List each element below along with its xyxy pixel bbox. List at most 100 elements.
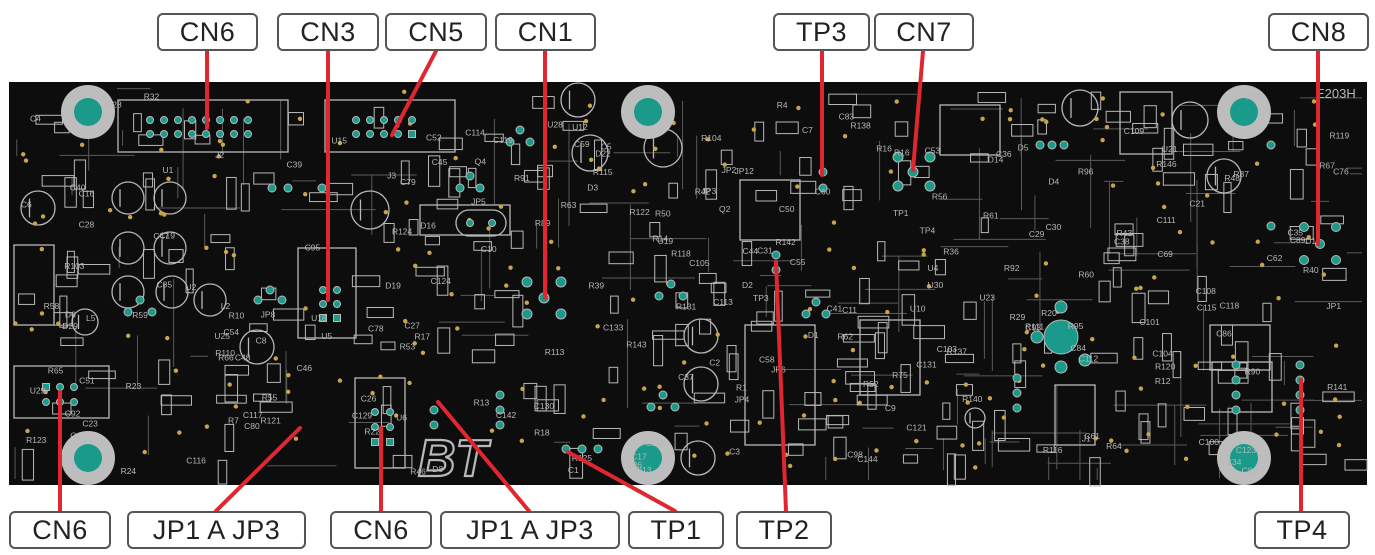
- capacitor-outline: [680, 440, 716, 476]
- round-pad: [821, 309, 831, 319]
- refdes-text: C47: [153, 231, 169, 241]
- component-outline: [942, 402, 951, 420]
- component-outline: [750, 320, 773, 332]
- round-pad: [593, 444, 603, 454]
- via: [293, 436, 299, 441]
- board-id-text: E203H: [1316, 86, 1356, 101]
- refdes-text: R18: [534, 428, 550, 438]
- refdes-text: R22: [364, 426, 380, 436]
- refdes-text: R62: [837, 331, 853, 341]
- via: [857, 400, 862, 406]
- refdes-text: R29: [1010, 312, 1026, 322]
- component-outline: [495, 333, 515, 346]
- round-pad: [924, 151, 936, 163]
- refdes-text: JP1: [1326, 301, 1341, 311]
- round-pad: [1266, 140, 1276, 150]
- refdes-text: C17: [631, 451, 647, 461]
- via: [29, 327, 34, 332]
- via: [25, 428, 30, 434]
- via: [1100, 137, 1105, 143]
- via: [383, 210, 389, 215]
- component-outline: [1172, 351, 1182, 379]
- via: [1138, 386, 1144, 391]
- via: [704, 421, 709, 426]
- component-outline: [874, 332, 885, 360]
- refdes-text: R32: [144, 91, 160, 101]
- component-outline: [366, 306, 394, 319]
- board-background: [9, 82, 1367, 485]
- via: [420, 350, 426, 355]
- round-pad: [319, 286, 327, 294]
- via: [1093, 436, 1098, 441]
- refdes-text: R1: [736, 382, 747, 392]
- via: [653, 146, 658, 151]
- round-pad: [160, 116, 168, 124]
- mounting-hole: [1230, 444, 1258, 472]
- component-outline: [353, 334, 373, 345]
- capacitor-outline: [683, 366, 719, 402]
- round-pad: [1012, 388, 1022, 398]
- via: [630, 297, 636, 302]
- refdes-text: JP5: [471, 196, 486, 206]
- via: [842, 134, 848, 139]
- label-cn6-bottom-left: CN6: [9, 511, 111, 549]
- connector-pads: [42, 116, 1341, 454]
- via: [1040, 117, 1045, 122]
- component-outline: [1162, 333, 1172, 362]
- component-outline: [901, 294, 916, 326]
- refdes-text: C51: [79, 375, 95, 385]
- component-outline: [970, 153, 989, 163]
- via: [40, 214, 46, 219]
- via: [715, 332, 720, 337]
- round-pad: [1012, 403, 1022, 413]
- refdes-text: R64: [1106, 441, 1122, 451]
- component-outline: [158, 359, 171, 385]
- component-outline: [253, 172, 275, 185]
- mounting-hole: [74, 98, 102, 126]
- via: [1205, 193, 1210, 198]
- component-outline: [1291, 417, 1304, 435]
- component-outline: [859, 277, 870, 305]
- component-outline: [351, 275, 381, 288]
- component-outline: [1115, 232, 1144, 247]
- via: [158, 211, 164, 216]
- via: [504, 283, 509, 288]
- component-outline: [60, 337, 84, 346]
- via: [987, 396, 993, 401]
- via: [595, 324, 600, 329]
- round-pad: [146, 130, 154, 138]
- via: [832, 456, 838, 462]
- via: [395, 247, 401, 252]
- refdes-text: J3: [387, 171, 396, 181]
- refdes-text: TP1: [893, 208, 909, 218]
- refdes-text: R87: [1233, 169, 1249, 179]
- refdes-text: U23: [979, 292, 995, 302]
- via: [23, 158, 29, 163]
- component-outline: [649, 222, 661, 238]
- refdes-text: R50: [655, 208, 671, 218]
- via: [787, 463, 793, 469]
- refdes-text: R36: [943, 247, 959, 257]
- refdes-text: C29: [1029, 229, 1045, 239]
- round-pad: [892, 151, 904, 163]
- via: [796, 105, 801, 111]
- refdes-text: R12: [1155, 376, 1171, 386]
- refdes-text: C114: [465, 128, 485, 138]
- component-outline: [133, 113, 142, 133]
- component-outline: [383, 223, 395, 243]
- refdes-text: C38: [1114, 237, 1130, 247]
- round-pad: [216, 130, 224, 138]
- round-pad: [147, 307, 157, 317]
- refdes-text: R89: [535, 218, 551, 228]
- via: [1007, 117, 1013, 122]
- refdes-text: R55: [262, 393, 278, 403]
- component-outline: [1223, 181, 1232, 213]
- refdes-text: C21: [1189, 198, 1205, 208]
- round-pad: [42, 398, 50, 406]
- refdes-text: L2: [221, 301, 231, 311]
- via: [924, 380, 930, 385]
- refdes-text: R52: [863, 379, 879, 389]
- capacitor-outline: [155, 275, 189, 309]
- round-pad: [521, 276, 533, 288]
- refdes-text: C31: [757, 245, 773, 255]
